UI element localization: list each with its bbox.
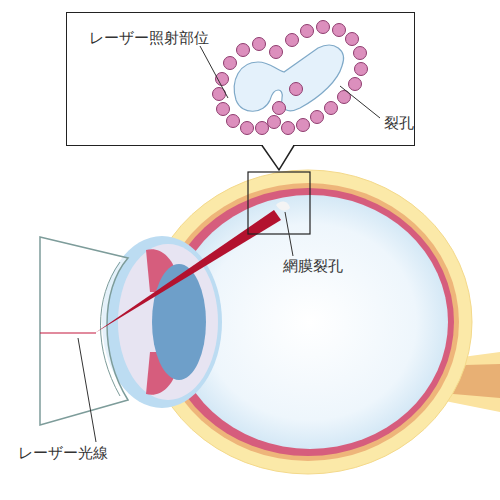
laser-spot bbox=[354, 47, 367, 60]
callout-tail-fill bbox=[262, 146, 294, 170]
laser-spot bbox=[253, 38, 266, 51]
tear-shape bbox=[234, 45, 343, 111]
part-label: レーザー照射部位 bbox=[89, 29, 209, 47]
laser-spot bbox=[317, 21, 330, 34]
part-label: レーザー光線 bbox=[18, 444, 108, 462]
zoom-frame bbox=[248, 172, 310, 234]
laser-spot bbox=[346, 33, 359, 46]
laser-spot bbox=[268, 116, 281, 129]
contact-lens bbox=[40, 237, 128, 425]
retinal-tear bbox=[276, 202, 290, 211]
laser-spot bbox=[270, 46, 283, 59]
laser-spot bbox=[297, 119, 310, 132]
leader-line bbox=[285, 212, 293, 256]
laser-spot bbox=[311, 111, 324, 124]
leader-line bbox=[340, 86, 380, 118]
laser-beam bbox=[95, 210, 281, 333]
laser-spot bbox=[224, 57, 237, 70]
laser-spot bbox=[301, 25, 314, 38]
laser-spot bbox=[237, 44, 250, 57]
laser-spot bbox=[355, 63, 368, 76]
laser-spot bbox=[333, 24, 346, 37]
inset-background bbox=[66, 12, 415, 146]
contact-lens-surface bbox=[101, 262, 121, 396]
laser-spot bbox=[349, 78, 362, 91]
laser-spot bbox=[325, 102, 338, 115]
laser-spot bbox=[227, 115, 240, 128]
callout-box: レーザー照射部位裂孔 bbox=[66, 12, 415, 146]
laser-spot bbox=[290, 83, 303, 96]
laser-spot bbox=[256, 122, 269, 135]
laser-spot bbox=[273, 102, 286, 115]
laser-spot bbox=[286, 34, 299, 47]
laser-spot bbox=[217, 103, 230, 116]
sclera bbox=[144, 170, 472, 474]
callout-tail bbox=[262, 146, 294, 171]
laser-spots bbox=[213, 21, 368, 135]
leader-line bbox=[200, 46, 228, 98]
laser-spot bbox=[282, 122, 295, 135]
part-label: 裂孔 bbox=[384, 114, 414, 132]
anterior-chamber bbox=[118, 244, 218, 400]
part-label: 網膜裂孔 bbox=[283, 257, 343, 275]
leader-line bbox=[78, 338, 96, 442]
laser-beam-thin bbox=[40, 332, 96, 333]
laser-spot bbox=[241, 122, 254, 135]
